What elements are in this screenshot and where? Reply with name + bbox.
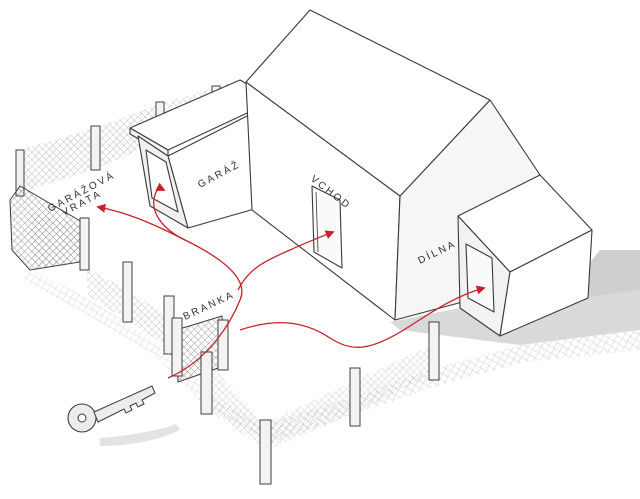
garage — [129, 79, 276, 229]
fence-post — [122, 261, 133, 323]
fence-post — [90, 125, 101, 171]
route-to-workshop — [239, 285, 486, 348]
garage-gate — [9, 185, 90, 271]
front-fence — [200, 321, 440, 485]
entrance-door — [311, 185, 343, 269]
workshop-door — [465, 243, 495, 313]
gate-post — [79, 217, 90, 271]
gate-post — [171, 317, 183, 377]
fence-post — [259, 419, 272, 485]
gate-post — [217, 319, 229, 371]
workshop — [457, 174, 593, 337]
fence-post — [200, 351, 213, 415]
left-fence-shadow — [20, 270, 212, 402]
route-to-garage-gate — [96, 203, 243, 379]
route-to-entrance — [237, 230, 335, 291]
label-gate: BRANKA — [182, 289, 237, 322]
access-routes — [96, 182, 486, 379]
fence-post — [428, 321, 440, 381]
route-to-garage-door — [153, 182, 186, 241]
fence-post — [349, 367, 361, 427]
key-icon — [67, 385, 180, 446]
